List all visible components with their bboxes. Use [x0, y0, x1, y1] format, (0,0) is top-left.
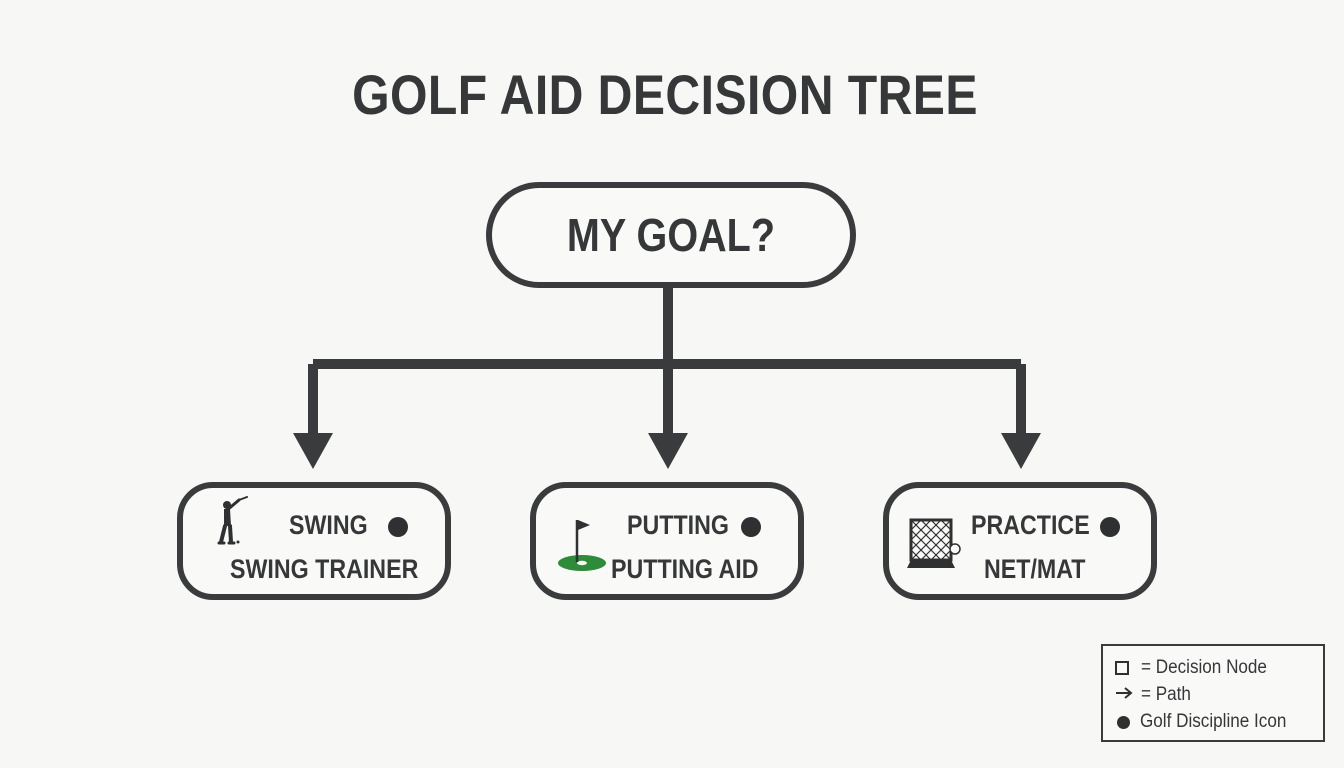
- dot-icon: [1117, 715, 1130, 729]
- putting-label: PUTTING: [627, 510, 729, 540]
- arrowhead-putting: [648, 433, 688, 469]
- root-node-label: MY GOAL?: [566, 209, 776, 261]
- root-decision-node: MY GOAL?: [486, 182, 856, 288]
- practice-label: PRACTICE: [971, 510, 1090, 540]
- putting-node: PUTTING PUTTING AID: [530, 482, 804, 600]
- swing-result-label: SWING TRAINER: [230, 554, 419, 584]
- diagram-title: GOLF AID DECISION TREE: [352, 63, 978, 126]
- square-icon: [1115, 661, 1129, 675]
- practice-node: PRACTICE NET/MAT: [883, 482, 1157, 600]
- arrow-right-icon: [1116, 687, 1133, 699]
- practice-result-label: NET/MAT: [984, 554, 1086, 584]
- legend-item-discipline-icon: Golf Discipline Icon: [1115, 710, 1303, 734]
- golf-discipline-dot: [741, 517, 761, 537]
- arrowhead-swing: [293, 433, 333, 469]
- golfer-swing-icon: [217, 496, 248, 545]
- golf-discipline-dot: [388, 517, 408, 537]
- arrowhead-practice: [1001, 433, 1041, 469]
- legend: = Decision Node = Path Golf Discipline I…: [1101, 644, 1325, 742]
- swing-label: SWING: [289, 510, 368, 540]
- swing-node: SWING SWING TRAINER: [177, 482, 451, 600]
- golf-discipline-dot: [1100, 517, 1120, 537]
- legend-item-path: = Path: [1115, 683, 1196, 707]
- practice-net-icon: [907, 518, 961, 568]
- putting-result-label: PUTTING AID: [611, 554, 759, 584]
- putting-green-flag-icon: [558, 520, 606, 571]
- legend-item-decision-node: = Decision Node: [1115, 656, 1281, 680]
